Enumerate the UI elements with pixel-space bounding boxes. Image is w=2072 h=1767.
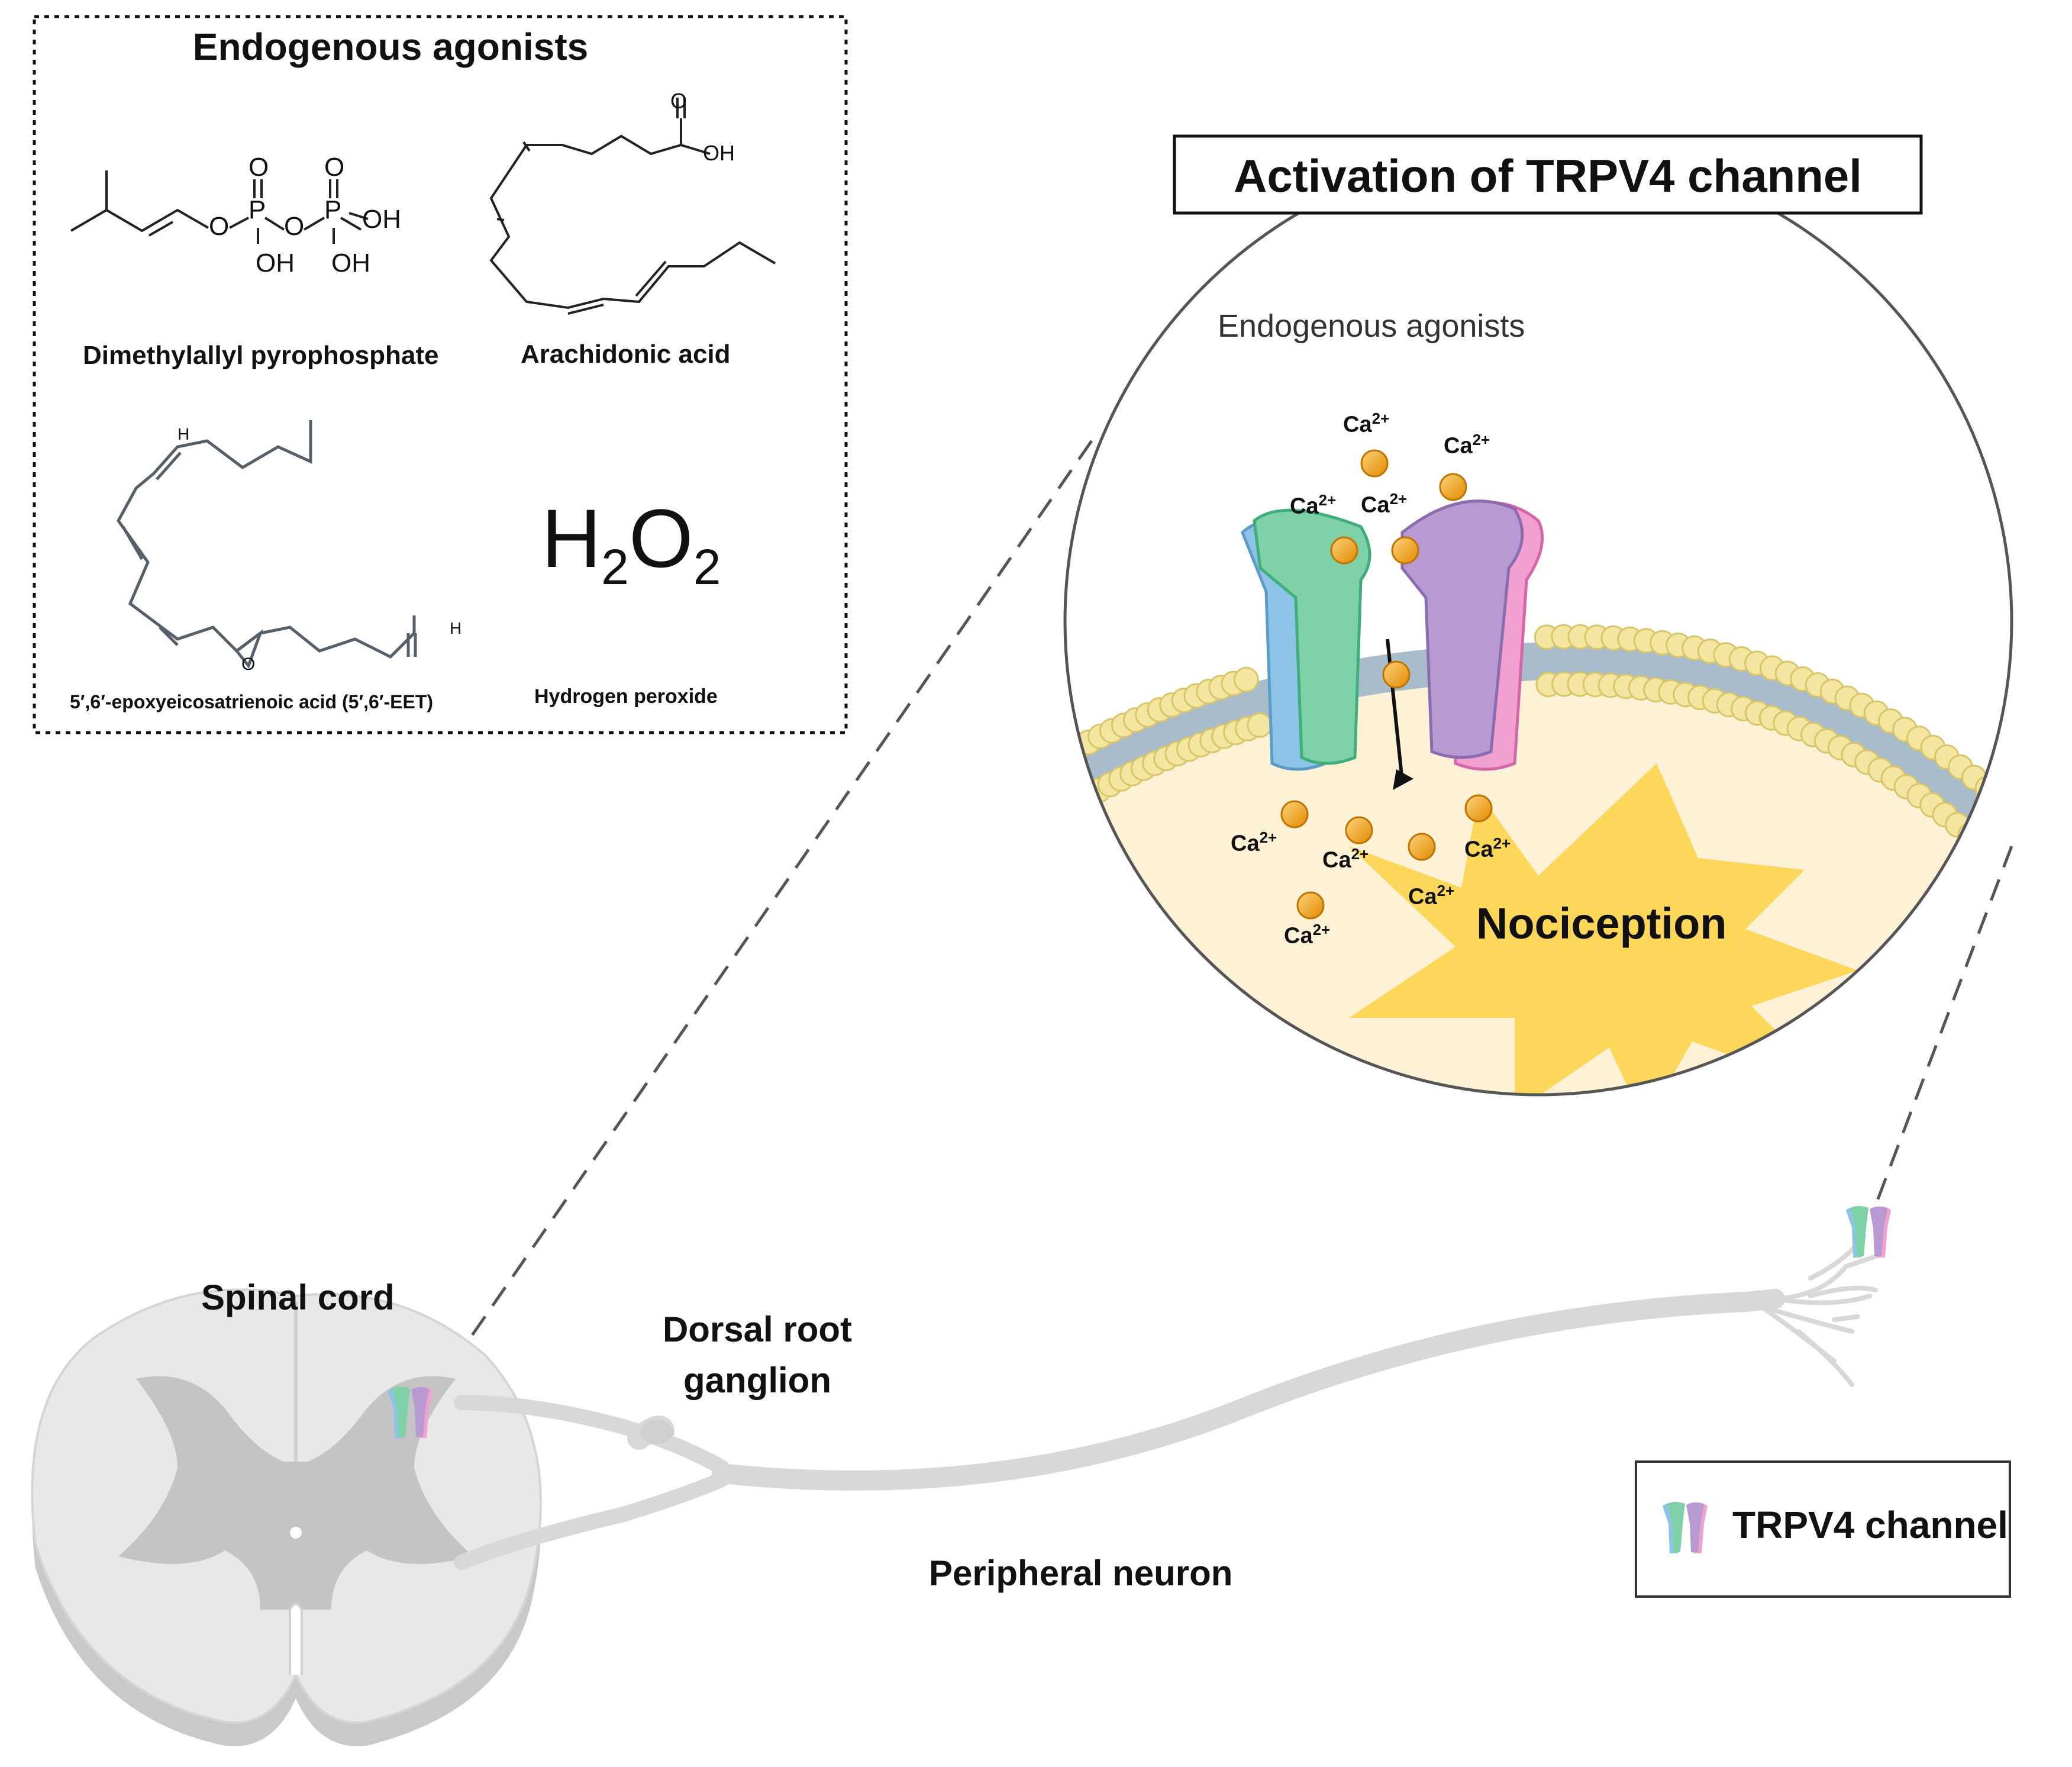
circle-agonists-label: Endogenous agonists: [1218, 308, 1525, 344]
ca-ion-label: Ca2+: [1408, 882, 1455, 910]
ca-ion-label: Ca2+: [1322, 845, 1369, 873]
compound-name-h2o2: Hydrogen peroxide: [534, 685, 718, 708]
atom-label: O: [209, 212, 230, 241]
formula-o: O: [628, 492, 693, 585]
lipid-head: [1233, 667, 1259, 693]
formula-sub1: 2: [601, 539, 629, 595]
ca-ion: [1382, 660, 1411, 689]
legend-label: TRPV4 channel: [1732, 1504, 2008, 1546]
ca-ion-label: Ca2+: [1444, 431, 1490, 459]
ca-ion: [1408, 833, 1436, 861]
spinal-cord-label: Spinal cord: [201, 1278, 395, 1317]
ca-ion: [1464, 794, 1493, 823]
agonists-box-title: Endogenous agonists: [192, 25, 589, 68]
trpv4-icon-spinal: [388, 1386, 433, 1438]
drg-label-line2: ganglion: [683, 1360, 831, 1400]
trpv4-icon-legend: [1663, 1502, 1708, 1553]
eet-structure: [117, 420, 417, 669]
atom-label: O: [284, 212, 305, 241]
activation-title-box: [1173, 134, 1923, 215]
formula-sub2: 2: [693, 539, 721, 595]
drg-label-line1: Dorsal root: [662, 1310, 853, 1349]
ca-ion-label: Ca2+: [1284, 921, 1331, 949]
nociception-burst: [1349, 763, 1858, 1095]
compound-name-arachidonic: Arachidonic acid: [521, 340, 731, 369]
ca-ion: [1296, 891, 1325, 920]
lipid-head: [1988, 786, 2012, 812]
peripheral-neuron-label: Peripheral neuron: [929, 1553, 1233, 1593]
atom-label: OH: [256, 249, 295, 278]
atom-label: P: [248, 195, 266, 224]
ca-ion: [1391, 536, 1419, 565]
lipid-head: [2010, 839, 2012, 865]
zoom-line-right: [1871, 846, 2013, 1214]
compound-name-dmapp: Dimethylallyl pyrophosphate: [83, 341, 439, 370]
ca-ion: [1280, 800, 1309, 828]
atom-label: OH: [362, 205, 401, 234]
atom-label: P: [324, 195, 342, 224]
compound-name-eet: 5′,6′-epoxyeicosatrienoic acid (5′,6′-EE…: [70, 691, 434, 712]
activation-title: Activation of TRPV4 channel: [1234, 150, 1862, 202]
atom-label: H: [450, 619, 462, 637]
ca-ion-label: Ca2+: [1290, 491, 1337, 519]
atom-label: O: [241, 654, 256, 674]
lipid-head: [2001, 798, 2012, 824]
ca-ion: [1439, 473, 1467, 501]
ca-ions: [1280, 449, 1493, 920]
atom-label: OH: [331, 249, 370, 278]
h2o2-formula: H2O2: [541, 497, 721, 592]
ca-ion-label: Ca2+: [1464, 834, 1511, 862]
nociception-label: Nociception: [1476, 899, 1727, 948]
lipid-head: [1065, 741, 1079, 768]
dmapp-structure: [70, 170, 369, 244]
ca-ion-label: Ca2+: [1361, 490, 1408, 518]
lipid-head: [2010, 839, 2012, 865]
atom-label: O: [324, 153, 345, 182]
ca-ion: [1360, 449, 1389, 478]
spinal-cord-illustration: [31, 1288, 542, 1746]
agonists-box: [33, 15, 848, 734]
atom-label: OH: [703, 141, 735, 165]
atom-label: O: [248, 153, 269, 182]
arachidonic-acid-structure: [489, 98, 776, 315]
peripheral-neuron-illustration: [454, 1234, 1884, 1570]
lipid-head: [1970, 833, 1996, 859]
lipid-head: [2015, 811, 2039, 835]
trpv4-channel-zoom: [1241, 499, 1544, 790]
ca-ion: [1330, 536, 1358, 565]
dorsal-root-ganglion: [640, 1420, 673, 1444]
ca-ion-label: Ca2+: [1343, 409, 1390, 437]
zoom-line-left: [436, 440, 1093, 1386]
atom-label: H: [177, 425, 190, 443]
ca-ion: [1345, 816, 1373, 844]
trpv4-icon-terminal: [1846, 1206, 1891, 1257]
formula-h: H: [541, 492, 602, 585]
ca-ion-label: Ca2+: [1231, 828, 1277, 856]
lipid-head: [1247, 712, 1273, 738]
atom-label: O: [670, 89, 688, 113]
